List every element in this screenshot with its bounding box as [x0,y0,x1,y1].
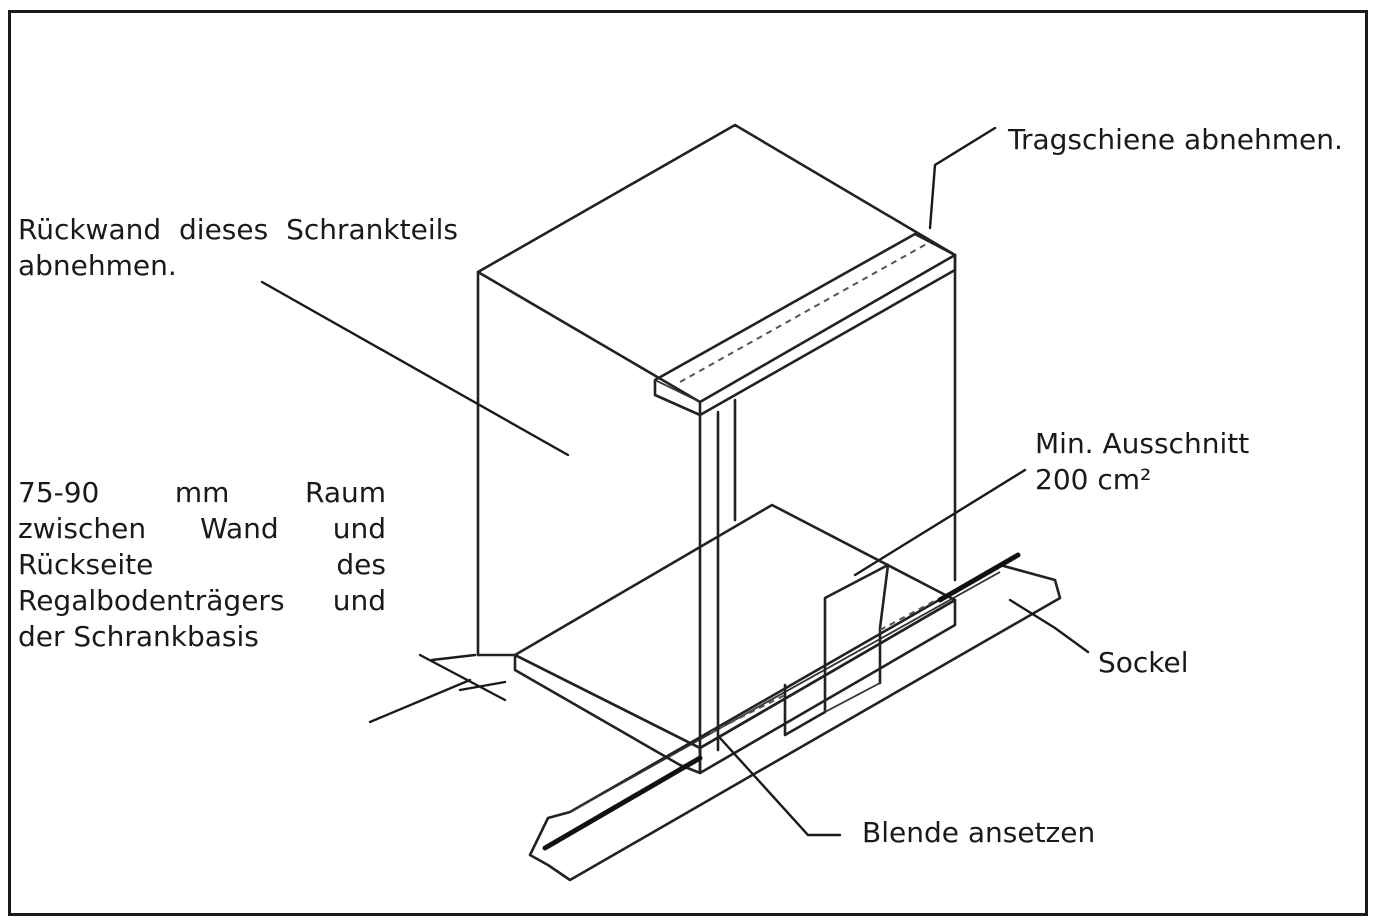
leader-ausschnitt [853,468,1027,577]
label-remove-back-panel: Rückwand dieses Schrankteils abnehmen. [18,213,458,282]
label-plinth: Sockel [1098,646,1189,679]
label-wall-clearance: 75-90 mm Raum zwischen Wand und Rückseit… [18,476,386,653]
ventilation-cutout [783,563,890,737]
label-min-cutout: Min. Ausschnitt 200 cm² [1035,426,1249,498]
cabinet-base [476,503,957,775]
label-remove-support-rail: Tragschiene abnehmen. [1008,123,1343,156]
leader-rueckwand [260,280,570,457]
cabinet-sides [476,253,957,762]
cover-strip [542,552,1021,851]
label-min-cutout-line2: 200 cm² [1035,463,1152,496]
depth-dimension [368,653,507,724]
label-attach-cover: Blende ansetzen [862,816,1096,849]
leader-sockel [1008,598,1090,654]
support-rail [653,232,957,417]
label-min-cutout-line1: Min. Ausschnitt [1035,427,1250,460]
leader-tragschiene [928,126,997,230]
cabinet-top [476,123,957,404]
leader-blende [718,736,842,837]
